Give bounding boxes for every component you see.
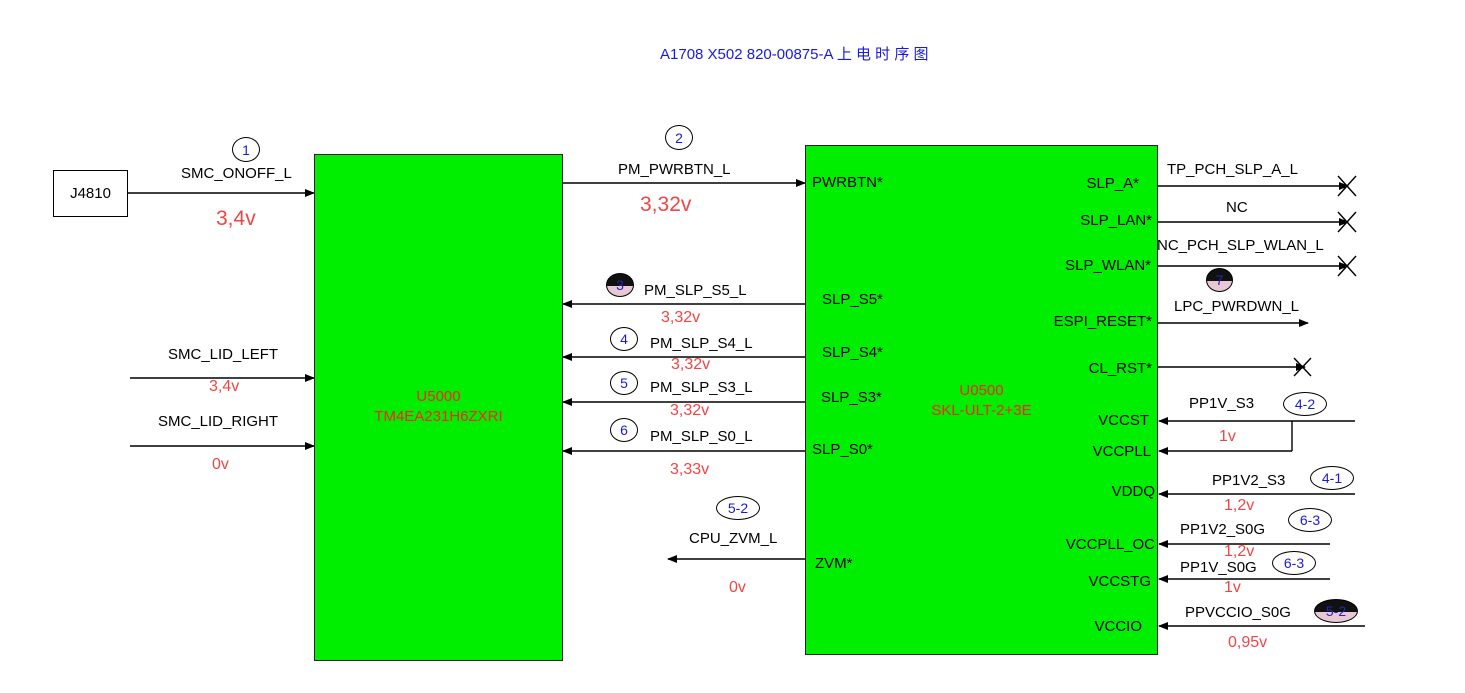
x-slp-a-b — [1337, 175, 1357, 197]
voltage-pp1v2-s3: 1,2v — [1224, 497, 1255, 514]
label-ppvccio-s0g: PPVCCIO_S0G — [1185, 604, 1291, 621]
chip-u5000-part: TM4EA231H6ZXRI — [374, 408, 503, 425]
pin-vccio: VCCIO — [1094, 618, 1142, 635]
pin-slp-a: SLP_A* — [1086, 175, 1139, 192]
voltage-smc-onoff: 3,4v — [216, 207, 256, 230]
pin-slp-s5: SLP_S5* — [822, 291, 883, 308]
connector-j4810: J4810 — [53, 170, 128, 217]
label-pm-slp-s0: PM_SLP_S0_L — [650, 428, 753, 445]
label-pp1v-s0g: PP1V_S0G — [1180, 559, 1257, 576]
label-pm-slp-s3: PM_SLP_S3_L — [650, 379, 753, 396]
voltage-pp1v-s3: 1v — [1219, 428, 1236, 445]
label-nc: NC — [1226, 199, 1248, 216]
step-badge-5-2-vccio: 5-2 — [1314, 599, 1358, 623]
chip-u0500-part: SKL-ULT-2+3E — [931, 402, 1032, 419]
pin-vccpll-oc: VCCPLL_OC — [1065, 536, 1155, 553]
pin-vccst: VCCST — [1098, 412, 1149, 429]
step-badge-5: 5 — [610, 371, 638, 395]
voltage-cpu-zvm: 0v — [729, 579, 746, 596]
pin-slp-s0: SLP_S0* — [812, 441, 873, 458]
chip-u5000 — [314, 154, 563, 661]
diagram-title: A1708 X502 820-00875-A 上 电 时 序 图 — [660, 46, 929, 63]
label-pm-slp-s4: PM_SLP_S4_L — [650, 335, 753, 352]
voltage-ppvccio-s0g: 0,95v — [1228, 634, 1268, 651]
voltage-pm-slp-s3: 3,32v — [670, 402, 710, 419]
voltage-pm-slp-s4: 3,32v — [671, 356, 711, 373]
label-smc-onoff: SMC_ONOFF_L — [181, 165, 292, 182]
label-lpc-pwrdwn: LPC_PWRDWN_L — [1174, 298, 1300, 315]
label-tp-pch-slp-a: TP_PCH_SLP_A_L — [1167, 161, 1298, 178]
label-cpu-zvm: CPU_ZVM_L — [689, 530, 778, 547]
step-badge-1: 1 — [232, 137, 260, 162]
chip-u5000-ref: U5000 — [416, 388, 461, 405]
label-pm-slp-s5: PM_SLP_S5_L — [644, 282, 747, 299]
chip-u0500 — [805, 145, 1158, 655]
step-badge-2: 2 — [665, 125, 693, 150]
step-badge-4-2: 4-2 — [1283, 392, 1327, 416]
voltage-pm-pwrbtn: 3,32v — [640, 193, 692, 216]
x-slp-wlan-b — [1337, 255, 1357, 277]
pin-vccpll: VCCPLL — [1092, 443, 1151, 460]
step-badge-6: 6 — [610, 418, 638, 442]
pin-vddq: VDDQ — [1111, 483, 1155, 500]
x-cl-rst-b — [1293, 357, 1312, 377]
label-pp1v2-s0g: PP1V2_S0G — [1180, 521, 1266, 538]
step-badge-6-3-b: 6-3 — [1272, 551, 1316, 575]
label-smc-lid-left: SMC_LID_LEFT — [168, 346, 279, 363]
step-badge-4: 4 — [610, 327, 638, 351]
chip-u0500-ref: U0500 — [959, 382, 1004, 399]
pin-espi-reset: ESPI_RESET* — [1053, 313, 1152, 330]
pin-cl-rst: CL_RST* — [1088, 360, 1152, 377]
voltage-smc-lid-left: 3,4v — [209, 378, 240, 395]
pin-vccstg: VCCSTG — [1088, 573, 1151, 590]
step-badge-3: 3 — [606, 273, 634, 297]
voltage-pm-slp-s5: 3,32v — [661, 309, 701, 326]
pin-zvm: ZVM* — [815, 555, 853, 572]
pin-slp-lan: SLP_LAN* — [1080, 212, 1152, 229]
voltage-smc-lid-right: 0v — [212, 456, 229, 473]
step-badge-5-2-zvm: 5-2 — [716, 496, 760, 520]
pin-slp-s4: SLP_S4* — [822, 344, 883, 361]
step-badge-7: 7 — [1206, 268, 1233, 292]
x-slp-lan-b — [1337, 211, 1357, 233]
step-badge-4-1: 4-1 — [1310, 466, 1354, 490]
voltage-pp1v2-s0g: 1,2v — [1224, 543, 1255, 560]
step-badge-6-3-a: 6-3 — [1288, 508, 1332, 532]
label-pm-pwrbtn: PM_PWRBTN_L — [618, 161, 731, 178]
voltage-pp1v-s0g: 1v — [1224, 579, 1241, 596]
pin-pwrbtn: PWRBTN* — [812, 174, 883, 191]
pin-slp-s3: SLP_S3* — [821, 389, 882, 406]
label-smc-lid-right: SMC_LID_RIGHT — [158, 413, 279, 430]
label-pp1v-s3: PP1V_S3 — [1189, 395, 1255, 412]
voltage-pm-slp-s0: 3,33v — [670, 461, 710, 478]
pin-slp-wlan: SLP_WLAN* — [1065, 257, 1151, 274]
label-pp1v2-s3: PP1V2_S3 — [1212, 472, 1286, 489]
label-nc-pch-slp-wlan: NC_PCH_SLP_WLAN_L — [1157, 237, 1324, 254]
